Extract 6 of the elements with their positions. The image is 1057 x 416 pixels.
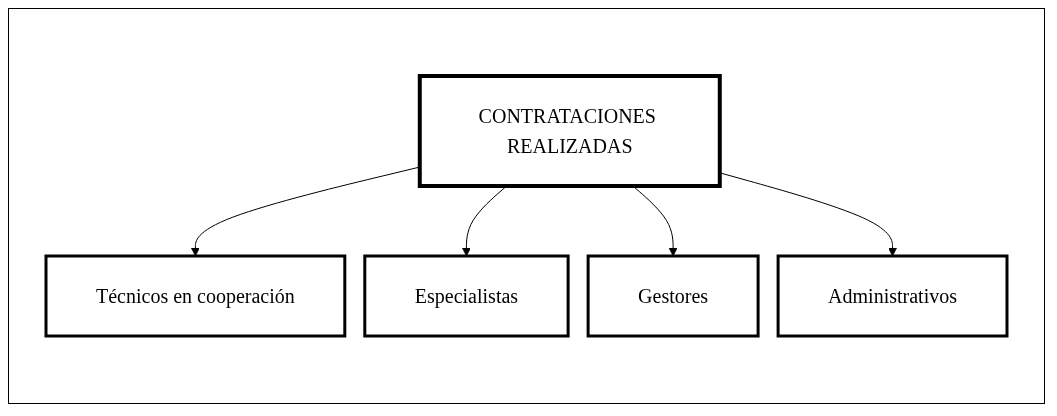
node-box	[363, 254, 570, 338]
node-box	[586, 254, 760, 338]
node-box	[44, 254, 347, 338]
frame-border: CONTRATACIONES REALIZADAS Técnicos en cooperación Especialistas Gestores Administrativos	[8, 8, 1045, 404]
node-box	[417, 74, 722, 188]
node-box	[776, 254, 1009, 338]
